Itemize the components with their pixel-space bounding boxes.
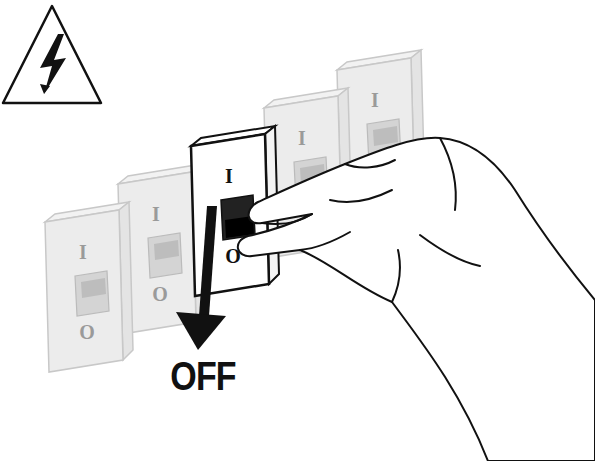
breaker-face: I (264, 96, 344, 256)
breaker-face: IO (45, 210, 125, 370)
switch-marking: I (79, 242, 87, 262)
switch-marking: O (79, 322, 95, 342)
breaker-symbol (45, 202, 133, 372)
switch-marking: I (225, 166, 233, 186)
action-label: OFF (170, 356, 235, 396)
warning-sign (3, 6, 101, 103)
switch-marking: I (152, 204, 160, 224)
switch-marking: O (152, 284, 168, 304)
switch-marking: O (225, 246, 241, 266)
breaker-face: I (337, 58, 417, 218)
switch-marking: I (371, 90, 379, 110)
down-arrow (176, 206, 226, 350)
breaker-face: IO (191, 134, 271, 294)
breaker-face: IO (118, 172, 198, 332)
switch-marking: I (298, 128, 306, 148)
hand (238, 138, 595, 461)
